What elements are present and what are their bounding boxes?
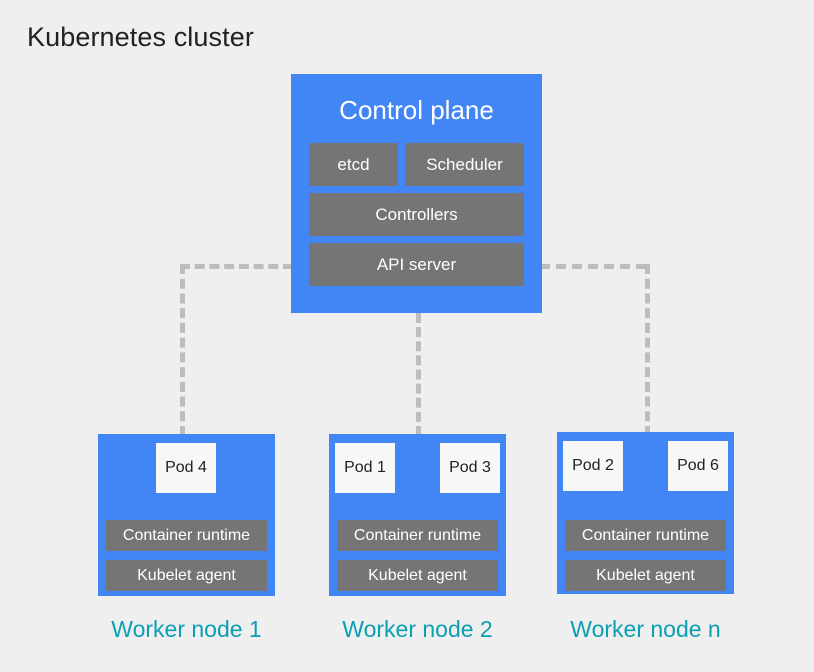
worker-node-2-caption: Worker node 2 [342,616,493,642]
connector-api-to-worker1-horizontal [180,264,293,269]
pod-box[interactable]: Pod 3 [440,443,500,493]
worker-node-2[interactable]: Pod 1 Pod 3 Container runtime Kubelet ag… [329,434,506,596]
kubelet-agent-box[interactable]: Kubelet agent [565,560,726,591]
pod-box[interactable]: Pod 4 [156,443,216,493]
pod-box[interactable]: Pod 2 [563,441,623,491]
control-plane-component-scheduler[interactable]: Scheduler [405,143,524,186]
control-plane-component-api-server[interactable]: API server [309,243,524,286]
connector-api-to-workern-vertical [645,264,650,436]
control-plane-component-controllers[interactable]: Controllers [309,193,524,236]
pod-box[interactable]: Pod 6 [668,441,728,491]
worker-node-n-caption: Worker node n [570,616,721,642]
container-runtime-box[interactable]: Container runtime [106,520,267,551]
worker-node-n[interactable]: Pod 2 Pod 6 Container runtime Kubelet ag… [557,432,734,594]
kubelet-agent-box[interactable]: Kubelet agent [337,560,498,591]
control-plane-node[interactable]: Control plane etcd Scheduler Controllers… [291,74,542,313]
page-title: Kubernetes cluster [27,22,254,52]
worker-node-1[interactable]: Pod 4 Container runtime Kubelet agent [98,434,275,596]
kubelet-agent-box[interactable]: Kubelet agent [106,560,267,591]
container-runtime-box[interactable]: Container runtime [337,520,498,551]
control-plane-title: Control plane [339,95,494,125]
pod-box[interactable]: Pod 1 [335,443,395,493]
connector-api-to-worker1-vertical [180,264,185,436]
worker-node-1-caption: Worker node 1 [111,616,262,642]
container-runtime-box[interactable]: Container runtime [565,520,726,551]
connector-api-to-worker2-vertical [416,313,421,436]
connector-api-to-workern-horizontal [540,264,646,269]
control-plane-component-etcd[interactable]: etcd [309,143,398,186]
